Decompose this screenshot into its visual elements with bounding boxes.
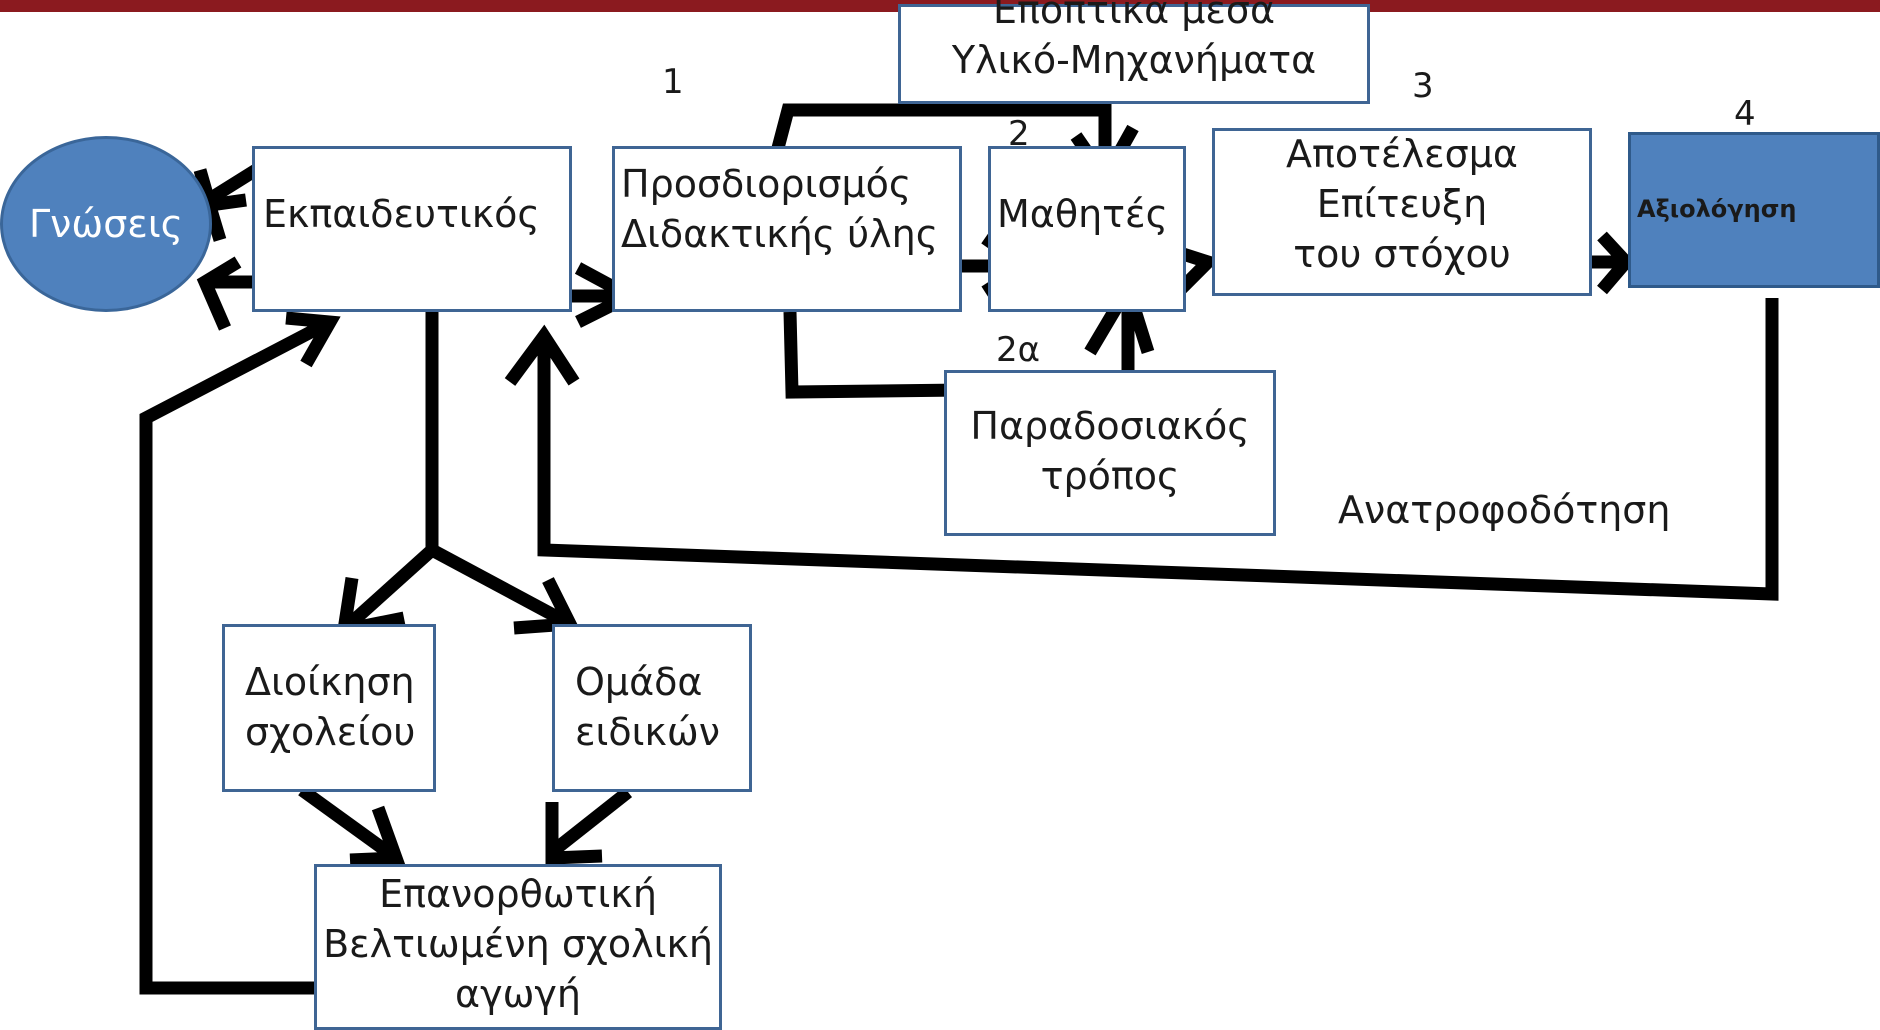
arrowhead-branch-to-administration: [336, 577, 406, 639]
arrowhead-feedback-loop: [504, 324, 580, 386]
node-teacher-label: Εκπαιδευτικός: [263, 192, 540, 236]
step-label-1: 1: [662, 62, 684, 102]
node-visual-aids: Εποπτικά μέσα Υλικό-Μηχανήματα: [898, 0, 1370, 104]
node-traditional-line1: Παραδοσιακός: [970, 404, 1250, 448]
node-material-line1: Προσδιορισμός: [621, 162, 912, 206]
arrowhead-administration-to-remedial: [349, 805, 406, 867]
node-administration-line1: Διοίκηση: [245, 660, 415, 704]
node-students-label: Μαθητές: [997, 192, 1168, 236]
node-remedial-line2: Βελτιωμένη σχολική: [323, 922, 713, 966]
step-label-4: 4: [1734, 94, 1756, 134]
step-label-3: 3: [1412, 66, 1434, 106]
node-specialists: Ομάδα ειδικών: [552, 624, 752, 792]
arrow-teacher-to-knowledge: [200, 164, 260, 242]
arrow-administration-to-remedial: [298, 784, 400, 864]
node-traditional-line2: τρόπος: [1040, 454, 1180, 498]
node-administration-line2: σχολείου: [245, 710, 416, 754]
arrowhead-branch-to-specialists: [513, 577, 581, 635]
node-visual-aids-line1: Εποπτικά μέσα: [992, 0, 1276, 32]
node-material-line2: Διδακτικής ύλης: [621, 212, 939, 256]
arrow-branch-to-administration: [347, 545, 437, 627]
arrow-specialists-to-remedial: [547, 786, 633, 858]
arrowhead-knowledge-to-teacher: [196, 256, 242, 331]
node-evaluation-label: Αξιολόγηση: [1637, 195, 1797, 223]
node-specialists-line2: ειδικών: [575, 710, 720, 754]
node-remedial-line1: Επανορθωτική: [379, 872, 657, 916]
feedback-label: Ανατροφοδότηση: [1338, 488, 1671, 532]
node-specialists-line1: Ομάδα: [575, 660, 703, 704]
node-evaluation: Αξιολόγηση: [1628, 132, 1880, 288]
node-visual-aids-line2: Υλικό-Μηχανήματα: [951, 38, 1317, 82]
node-students: Μαθητές: [988, 146, 1186, 312]
node-remedial: Επανορθωτική Βελτιωμένη σχολική αγωγή: [314, 864, 722, 1030]
node-traditional: Παραδοσιακός τρόπος: [944, 370, 1276, 536]
arrow-branch-to-specialists: [428, 544, 574, 630]
node-administration: Διοίκηση σχολείου: [222, 624, 436, 792]
step-label-2a: 2α: [996, 330, 1041, 370]
arrowhead-specialists-to-remedial: [545, 802, 603, 865]
node-material: Προσδιορισμός Διδακτικής ύλης: [612, 146, 962, 312]
node-result-line2: Επίτευξη: [1316, 182, 1488, 226]
arrowhead-remedial-to-teacher: [285, 311, 341, 368]
node-result: Αποτέλεσμα Επίτευξη του στόχου: [1212, 128, 1592, 296]
arrowhead-result-to-evaluation: [1597, 231, 1635, 295]
step-label-2: 2: [1008, 114, 1030, 154]
node-result-line3: του στόχου: [1293, 232, 1511, 276]
node-knowledge-label: Γνώσεις: [28, 202, 183, 246]
node-knowledge: Γνώσεις: [0, 136, 212, 312]
node-result-line1: Αποτέλεσμα: [1286, 132, 1518, 176]
node-teacher: Εκπαιδευτικός: [252, 146, 572, 312]
node-remedial-line3: αγωγή: [455, 972, 581, 1016]
